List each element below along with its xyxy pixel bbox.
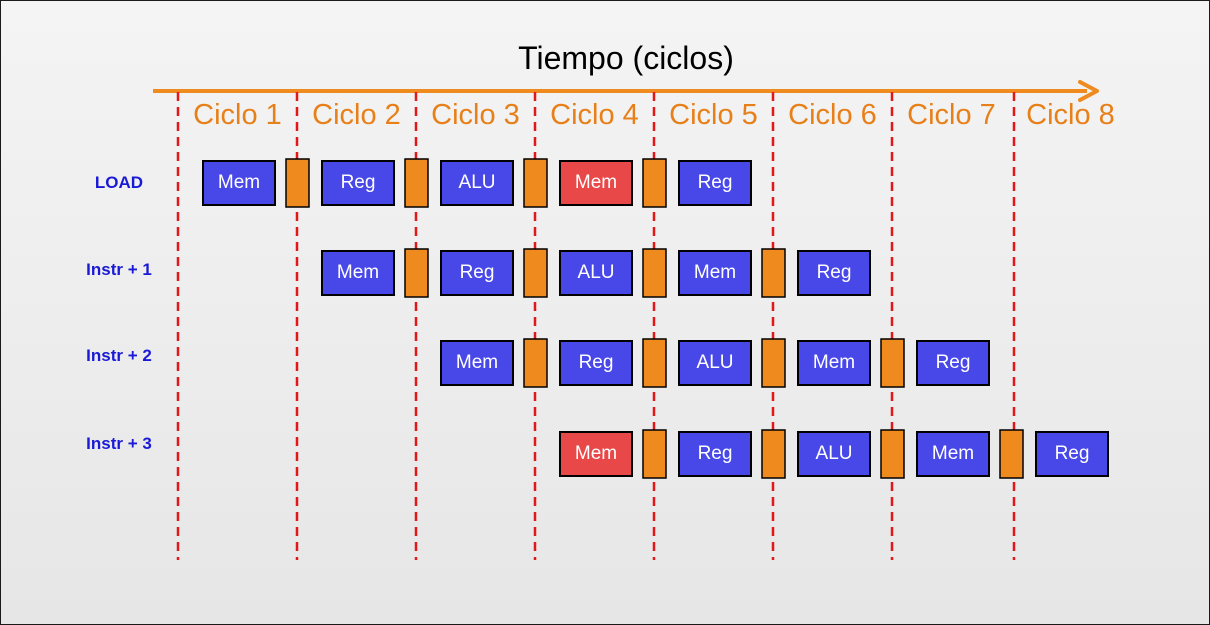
pipeline-latch <box>761 338 786 388</box>
stage-box <box>678 431 752 477</box>
stage-box <box>916 431 990 477</box>
stage-box-conflict <box>559 431 633 477</box>
pipeline-latch <box>880 429 905 479</box>
instruction-label: Instr + 3 <box>86 434 152 453</box>
stage-box <box>321 160 395 206</box>
stage-box <box>678 160 752 206</box>
stage-box <box>559 250 633 296</box>
instruction-label: Instr + 1 <box>86 260 152 279</box>
pipeline-latch <box>999 429 1024 479</box>
pipeline-latch <box>642 158 667 208</box>
pipeline-latch <box>523 248 548 298</box>
cycle-label: Ciclo 2 <box>312 99 401 131</box>
stage-box <box>321 250 395 296</box>
stage-box <box>797 431 871 477</box>
stage-box <box>559 340 633 386</box>
cycle-label: Ciclo 7 <box>907 99 996 131</box>
cycle-label: Ciclo 3 <box>431 99 520 131</box>
pipeline-latch <box>880 338 905 388</box>
instruction-label: LOAD <box>94 173 144 192</box>
cycle-label: Ciclo 8 <box>1026 99 1115 131</box>
pipeline-latch <box>285 158 310 208</box>
stage-box <box>1035 431 1109 477</box>
stage-box <box>797 250 871 296</box>
stage-box <box>440 160 514 206</box>
stage-box <box>797 340 871 386</box>
pipeline-latch <box>761 429 786 479</box>
pipeline-latch <box>642 338 667 388</box>
pipeline-latch <box>642 248 667 298</box>
pipeline-latch <box>404 248 429 298</box>
stage-box-conflict <box>559 160 633 206</box>
cycle-label: Ciclo 4 <box>550 99 639 131</box>
pipeline-latch <box>761 248 786 298</box>
instruction-label: Instr + 2 <box>86 346 152 365</box>
stage-box <box>440 340 514 386</box>
diagram-title: Tiempo (ciclos) <box>518 40 734 76</box>
stage-box <box>440 250 514 296</box>
cycle-label: Ciclo 5 <box>669 99 758 131</box>
pipeline-latch <box>404 158 429 208</box>
pipeline-latch <box>523 338 548 388</box>
pipeline-latch <box>642 429 667 479</box>
time-axis-arrowhead <box>1078 80 1099 102</box>
cycle-label: Ciclo 1 <box>193 99 282 131</box>
stage-box <box>202 160 276 206</box>
cycle-label: Ciclo 6 <box>788 99 877 131</box>
stage-box <box>678 340 752 386</box>
stage-box <box>916 340 990 386</box>
stage-box <box>678 250 752 296</box>
pipeline-latch <box>523 158 548 208</box>
